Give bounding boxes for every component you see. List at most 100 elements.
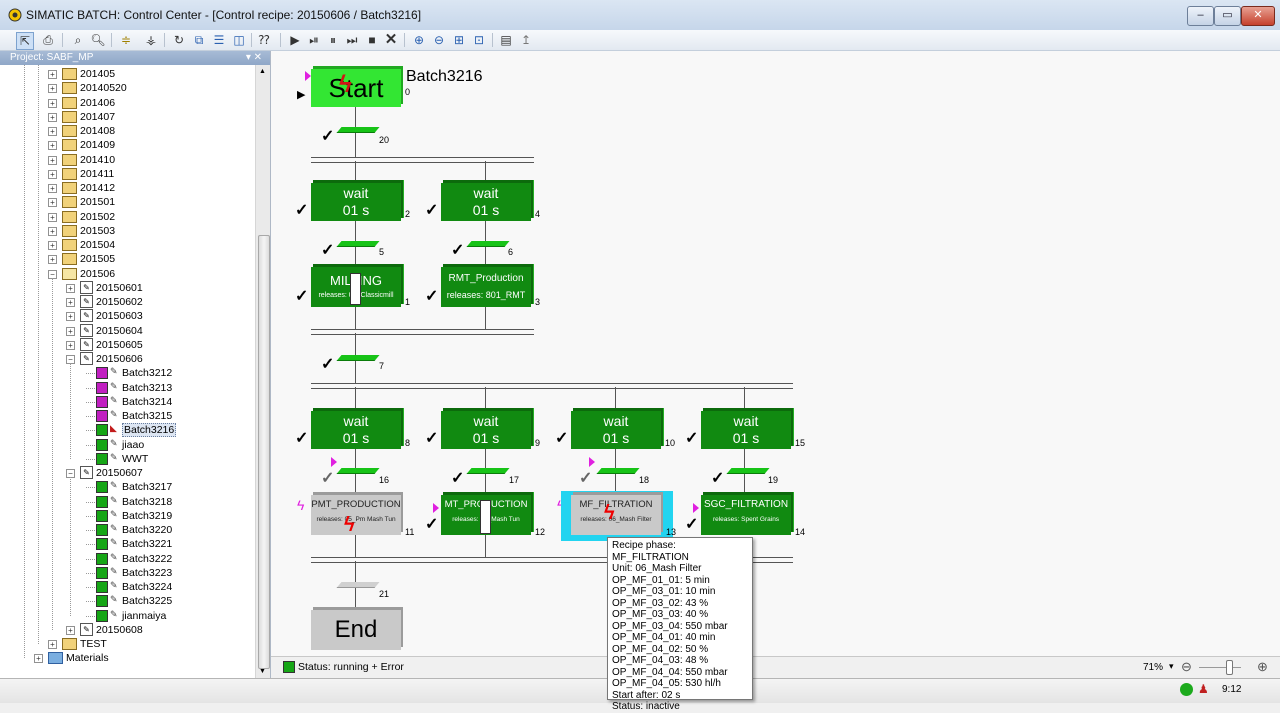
tree-node[interactable]: +✎20150602 [0, 295, 254, 309]
tree-node[interactable]: ✎Batch3224 [0, 580, 254, 594]
zoom-out-icon[interactable]: ⊖ [433, 33, 445, 47]
tree-node[interactable]: +✎20150604 [0, 323, 254, 338]
expand-toggle-icon[interactable]: + [66, 326, 75, 336]
expand-toggle-icon[interactable]: + [48, 226, 57, 236]
expand-toggle-icon[interactable]: + [66, 625, 75, 635]
sgc-filtration-phase[interactable]: SGC_FILTRATION releases: Spent Grains [701, 495, 791, 535]
tree-node[interactable]: −201506 [0, 267, 254, 281]
search-icon[interactable]: ⌕ [74, 33, 82, 47]
expand-toggle-icon[interactable]: + [66, 298, 75, 307]
minimize-button[interactable]: – [1187, 6, 1214, 26]
tree-node[interactable]: +201412 [0, 181, 254, 195]
expand-toggle-icon[interactable]: + [48, 84, 57, 94]
tree-node[interactable]: ✎Batch3222 [0, 552, 254, 566]
end-step[interactable]: End [311, 610, 401, 650]
transition-19[interactable] [726, 468, 770, 474]
tree-node[interactable]: ✎jiaao [0, 438, 254, 452]
tree-node[interactable]: ✎jianmaiya [0, 609, 254, 623]
transition-17[interactable] [466, 468, 510, 474]
scroll-thumb[interactable] [258, 235, 270, 669]
select-pointer-icon[interactable]: ⇱ [16, 32, 34, 50]
expand-toggle-icon[interactable]: + [48, 70, 57, 79]
wait-step-9[interactable]: wait 01 s [441, 411, 531, 449]
tree-node[interactable]: +✎20150601 [0, 280, 254, 295]
rmt-production-phase[interactable]: RMT_Production releases: 801_RMT [441, 267, 531, 307]
columns-icon[interactable]: ◫ [233, 33, 245, 47]
play-icon[interactable]: ▶ [290, 33, 300, 47]
tree-node[interactable]: ✎Batch3223 [0, 566, 254, 580]
expand-toggle-icon[interactable]: + [66, 312, 75, 322]
resume-icon[interactable]: ⏭ [346, 33, 358, 47]
expand-toggle-icon[interactable]: + [48, 112, 57, 122]
tree-node[interactable]: +201406 [0, 96, 254, 110]
list-icon[interactable]: ☰ [213, 33, 225, 47]
expand-toggle-icon[interactable]: + [48, 198, 57, 208]
refresh-icon[interactable]: ↻ [173, 33, 185, 47]
up-level-icon[interactable]: ↥ [520, 33, 532, 47]
start-step[interactable]: Start [311, 69, 401, 107]
tree-node[interactable]: ✎Batch3214 [0, 395, 254, 409]
tree-node[interactable]: ✎Batch3215 [0, 409, 254, 423]
tree-node[interactable]: +201502 [0, 210, 254, 224]
zoom-in-icon[interactable]: ⊕ [413, 33, 425, 47]
expand-toggle-icon[interactable]: + [48, 255, 57, 265]
panel-menu-arrows[interactable]: ▾ ✕ [245, 52, 262, 63]
zoom-in-icon[interactable]: ⊕ [1257, 659, 1268, 674]
properties-icon[interactable]: ▤ [500, 33, 512, 47]
expand-toggle-icon[interactable]: + [48, 184, 57, 193]
zoom-out-icon[interactable]: ⊖ [1181, 659, 1192, 674]
transition-18[interactable] [596, 468, 640, 474]
hierarchy-icon[interactable]: ⚶ [145, 33, 157, 47]
tree-node[interactable]: +201408 [0, 124, 254, 138]
maximize-button[interactable]: ▭ [1214, 6, 1241, 26]
transition-16[interactable] [336, 468, 380, 474]
tree-node[interactable]: ✎Batch3212 [0, 366, 254, 380]
expand-toggle-icon[interactable]: + [66, 340, 75, 350]
tree-node[interactable]: +201409 [0, 138, 254, 152]
help-icon[interactable]: ⁇ [258, 33, 270, 47]
wait-step-15[interactable]: wait 01 s [701, 411, 791, 449]
tree-node[interactable]: ✎Batch3218 [0, 495, 254, 509]
layout-icon[interactable]: ≑ [120, 33, 132, 47]
pmt-production-phase[interactable]: PMT_PRODUCTION releases: 05_Pm Mash Tun [311, 495, 401, 535]
tree-node[interactable]: +201405 [0, 67, 254, 81]
tree-node[interactable]: +201505 [0, 252, 254, 266]
expand-toggle-icon[interactable]: + [48, 155, 57, 165]
close-button[interactable]: ✕ [1241, 6, 1275, 26]
tree-node[interactable]: ✎WWT [0, 452, 254, 466]
tree-node[interactable]: ✎Batch3220 [0, 523, 254, 537]
tree-node[interactable]: ✎Batch3217 [0, 480, 254, 494]
wait-step-10[interactable]: wait 01 s [571, 411, 661, 449]
tree-node[interactable]: +201504 [0, 238, 254, 252]
wait-step-8[interactable]: wait 01 s [311, 411, 401, 449]
find-icon[interactable]: 🔍︎ [90, 33, 106, 47]
zoom-fit-icon[interactable]: ⊞ [453, 33, 465, 47]
scroll-down-arrow-icon[interactable]: ▼ [259, 668, 266, 675]
tree-node[interactable]: +✎20150603 [0, 309, 254, 323]
zoom-dropdown-icon[interactable]: ▾ [1169, 661, 1174, 671]
expand-toggle-icon[interactable]: + [48, 212, 57, 222]
pause-icon[interactable]: ⏸ [329, 33, 336, 47]
tree-node[interactable]: ✎Batch3225 [0, 594, 254, 608]
tree-node[interactable]: +201407 [0, 110, 254, 124]
print-icon[interactable]: ⎙ [43, 33, 53, 47]
mf-filtration-phase[interactable]: MF_FILTRATION releases: 06_Mash Filter [571, 495, 661, 535]
wait-step-2[interactable]: wait 01 s [311, 183, 401, 221]
tree-node[interactable]: ✎Batch3221 [0, 537, 254, 551]
tree-node[interactable]: +✎20150605 [0, 337, 254, 352]
play-pause-icon[interactable]: ⏯ [309, 33, 319, 47]
expand-toggle-icon[interactable]: + [48, 241, 57, 250]
abort-icon[interactable]: ✕ [384, 31, 398, 48]
expand-toggle-icon[interactable]: + [48, 127, 57, 136]
expand-toggle-icon[interactable]: + [48, 169, 57, 179]
tree-node[interactable]: +201411 [0, 167, 254, 181]
tree-node[interactable]: +201501 [0, 195, 254, 209]
transition-6[interactable] [466, 241, 510, 247]
transition-5[interactable] [336, 241, 380, 247]
zoom-window-icon[interactable]: ⊡ [473, 33, 485, 47]
tree-node[interactable]: +Materials [0, 651, 254, 665]
zoom-slider-track[interactable] [1199, 667, 1241, 668]
expand-toggle-icon[interactable]: + [66, 283, 75, 293]
tree-node[interactable]: ✎Batch3213 [0, 381, 254, 395]
expand-toggle-icon[interactable]: + [34, 654, 43, 664]
